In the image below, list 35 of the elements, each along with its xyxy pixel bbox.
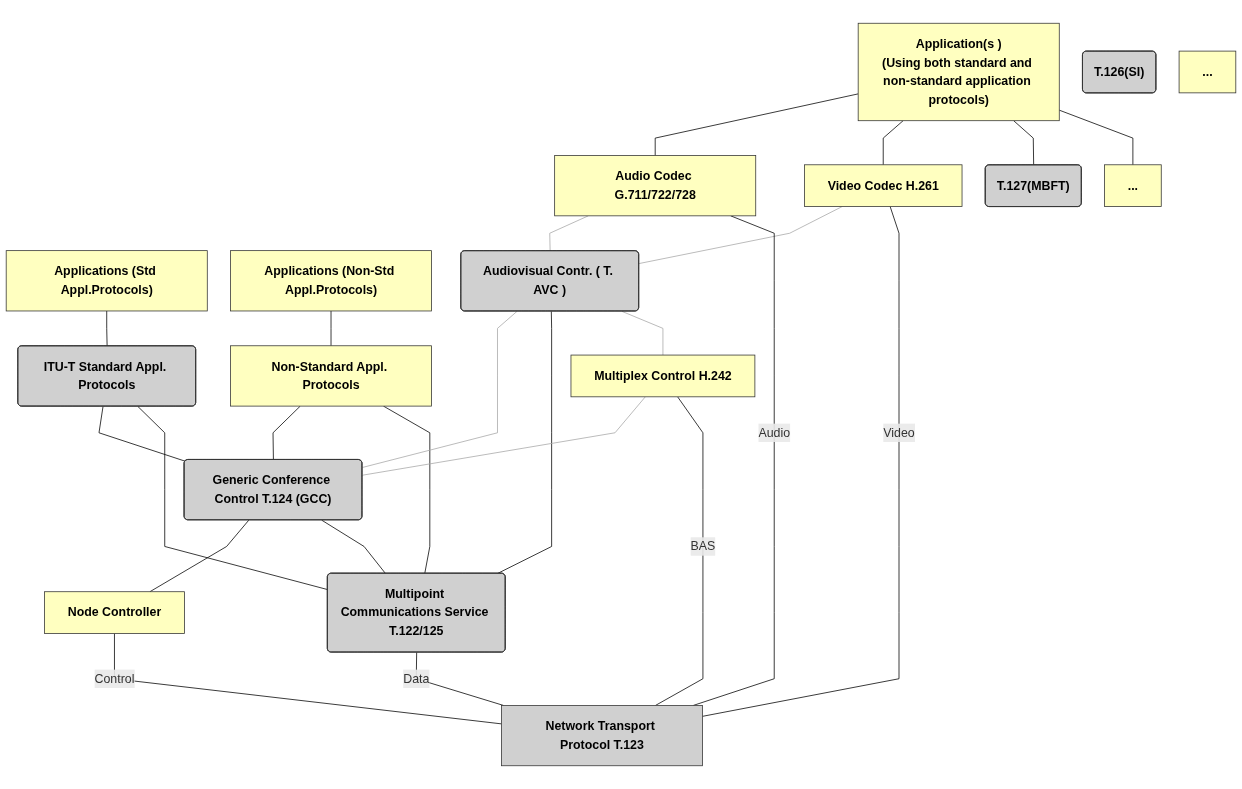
connector (654, 93, 859, 156)
node-box: Node Controller (44, 591, 185, 634)
connector (361, 396, 646, 476)
node-box: Non-Standard Appl. Protocols (230, 345, 432, 407)
node-box: ... (1104, 164, 1162, 207)
node-box: ... (1178, 50, 1237, 94)
connector (497, 310, 552, 574)
edge-label: BAS (690, 539, 716, 553)
edge-label: Video (883, 425, 915, 439)
connector (98, 406, 186, 462)
edge-label: Audio (758, 425, 791, 439)
connector (1013, 120, 1035, 166)
node-box: Applications (Non-Std Appl.Protocols) (230, 250, 432, 312)
node-box: Video Codec H.261 (804, 164, 963, 207)
connector (638, 206, 843, 264)
connector (702, 206, 900, 717)
connector (137, 406, 329, 590)
connector (149, 519, 250, 593)
node-box: Multiplex Control H.242 (570, 354, 756, 398)
connector (272, 405, 301, 461)
node-box: Audio Codec G.711/722/728 (554, 155, 757, 217)
connector (361, 310, 518, 468)
connector (882, 120, 904, 166)
connector (549, 215, 589, 252)
node-box: Application(s ) (Using both standard and non-standard application protocols) (857, 22, 1060, 122)
connector (1058, 109, 1134, 166)
node-box: Applications (Std Appl.Protocols) (5, 250, 208, 312)
connector (383, 405, 431, 574)
connector (692, 215, 775, 706)
connector (321, 519, 386, 574)
connector (106, 310, 108, 347)
edge-label: Control (94, 671, 135, 685)
node-box: Network Transport Protocol T.123 (501, 705, 703, 767)
connector (655, 396, 704, 706)
edge-label: Data (403, 671, 430, 685)
